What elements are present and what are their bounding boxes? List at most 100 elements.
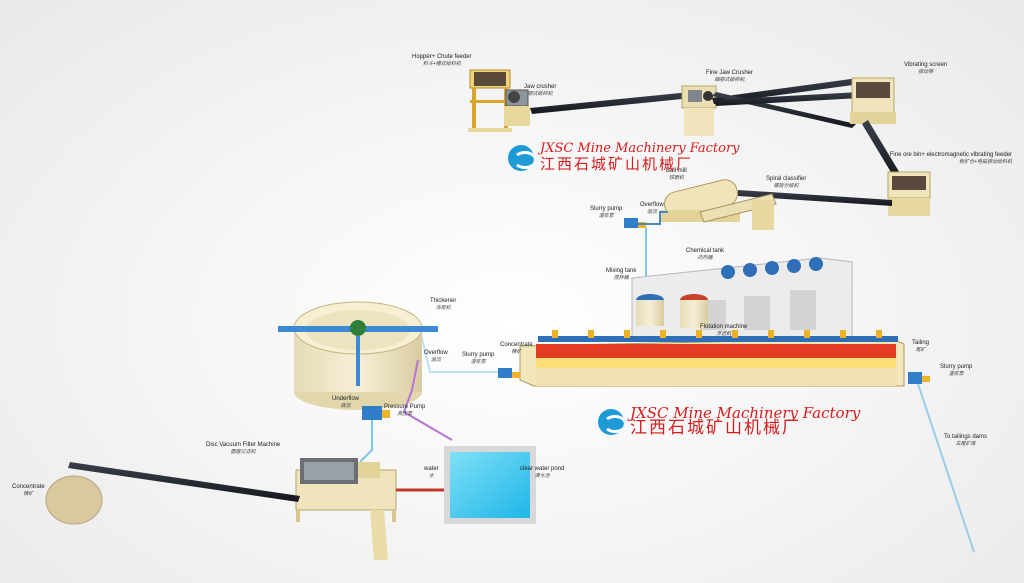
- label-tailings-dams: To tailings dams 去尾矿库: [944, 434, 987, 448]
- conveyor-to-ball-mill: [738, 190, 892, 206]
- label-concentrate-mid: Concentrate 精矿: [500, 342, 533, 356]
- filter-stairs: [370, 510, 388, 560]
- label-overflow-mid-en: Overflow: [424, 350, 448, 356]
- label-underflow-cn: 底流: [340, 403, 351, 409]
- company-logo-icon: [598, 408, 624, 435]
- label-disc-filter-en: Disc Vacuum Filter Machine: [206, 442, 281, 448]
- tailings-pipe: [917, 383, 975, 553]
- label-fine-jaw-en: Fine Jaw Crusher: [706, 70, 754, 76]
- label-slurry-pump-mid-cn: 渣浆泵: [470, 359, 486, 365]
- label-flotation-en: Flotation machine: [700, 324, 748, 330]
- conveyor-to-fine-jaw: [530, 92, 692, 114]
- label-slurry-pump-mid-en: Slurry pump: [462, 352, 495, 358]
- conveyor-to-fine-bin: [862, 120, 904, 184]
- label-mixing-tank-cn: 搅拌桶: [613, 275, 629, 281]
- label-fine-jaw: Fine Jaw Crusher 细颚式破碎机: [706, 70, 753, 84]
- label-hopper: Hopper+ Chute feeder 料斗+槽式给料机: [412, 54, 472, 68]
- label-screen-cn: 振动筛: [918, 69, 934, 75]
- brand-name-cn: 江西石城矿山机械厂: [630, 418, 801, 438]
- vibrating-screen: [850, 77, 896, 124]
- label-overflow-top: Overflow 溢流: [640, 202, 664, 216]
- label-underflow: Underflow 底流: [332, 396, 359, 410]
- brand-watermark-bottom: JXSC Mine Machinery Factory 江西石城矿山机械厂: [598, 406, 860, 437]
- pipe-overflow: [402, 359, 453, 441]
- label-fine-bin-cn: 粉矿仓+电磁振动给料机: [959, 159, 1012, 165]
- fine-jaw-crusher: [681, 85, 717, 136]
- label-tailings-dams-en: To tailings dams: [944, 434, 988, 440]
- label-clear-pond-cn: 清水池: [534, 473, 550, 479]
- label-hopper-cn: 料斗+槽式给料机: [422, 61, 461, 67]
- label-concentrate-pile-cn: 精矿: [23, 491, 34, 497]
- label-overflow-top-en: Overflow: [640, 202, 664, 208]
- label-jaw-coarse: Jaw crusher 颚式破碎机: [524, 84, 556, 98]
- pipe-top: [638, 211, 668, 225]
- label-underflow-en: Underflow: [332, 396, 360, 402]
- label-spiral-en: Spiral classifier: [766, 176, 807, 182]
- label-mixing-tank-en: Mixing tank: [606, 268, 637, 274]
- label-slurry-pump-right-en: Slurry pump: [940, 364, 973, 370]
- brand-watermark-top: JXSC Mine Machinery Factory 江西石城矿山机械厂: [508, 142, 740, 173]
- chemical-tanks: [721, 257, 823, 279]
- disc-vacuum-filter: [295, 458, 397, 522]
- label-slurry-pump-top-en: Slurry pump: [590, 206, 623, 212]
- label-slurry-pump-top: Slurry pump 渣浆泵: [590, 206, 622, 220]
- conveyor-oversize: [714, 92, 860, 106]
- label-tailing-en: Tailing: [912, 340, 930, 346]
- label-pressure-pump-cn: 高压泵: [397, 411, 413, 417]
- label-thickener: Thickener 浓密机: [430, 298, 456, 312]
- label-slurry-pump-top-cn: 渣浆泵: [598, 213, 614, 219]
- conveyor-to-screen: [712, 78, 860, 104]
- concentrate-pile: [45, 475, 103, 525]
- label-fine-bin: Fine ore bin+ electromagnetic vibrating …: [888, 152, 1012, 166]
- pressure-pump: [362, 406, 390, 420]
- label-water-en: water: [424, 466, 439, 472]
- label-thickener-en: Thickener: [430, 298, 457, 304]
- label-concentrate-mid-cn: 精矿: [511, 349, 522, 355]
- brand-name-en: JXSC Mine Machinery Factory: [630, 404, 861, 422]
- label-spiral-cn: 螺旋分级机: [773, 183, 799, 189]
- fine-ore-bin: [887, 171, 931, 216]
- label-slurry-pump-right: Slurry pump 渣浆泵: [940, 364, 972, 378]
- label-jaw-coarse-cn: 颚式破碎机: [527, 91, 553, 97]
- coarse-jaw-crusher: [504, 89, 530, 126]
- pipe-to-filter: [359, 420, 373, 463]
- label-clear-pond-en: clear water pond: [520, 466, 565, 472]
- label-concentrate-pile-en: Concentrate: [12, 484, 45, 490]
- label-thickener-cn: 浓密机: [435, 305, 451, 311]
- label-concentrate-pile: Concentrate 精矿: [12, 484, 45, 498]
- label-flotation: Flotation machine 浮选机: [700, 324, 747, 338]
- label-flotation-cn: 浮选机: [716, 331, 732, 337]
- label-water: water 水: [424, 466, 439, 480]
- label-clear-pond: clear water pond 清水池: [520, 466, 564, 480]
- clear-water-pond: [444, 446, 536, 524]
- label-pressure-pump: Pressure Pump 高压泵: [384, 404, 425, 418]
- label-tailing-cn: 尾矿: [915, 347, 926, 353]
- label-fine-jaw-cn: 细颚式破碎机: [714, 77, 745, 83]
- label-chem-tank: Chemical tank 药剂桶: [686, 248, 724, 262]
- label-spiral: Spiral classifier 螺旋分级机: [766, 176, 806, 190]
- label-chem-tank-cn: 药剂桶: [697, 255, 713, 261]
- brand-name-en: JXSC Mine Machinery Factory: [540, 141, 740, 156]
- brand-name-cn: 江西石城矿山机械厂: [540, 155, 694, 173]
- label-chem-tank-en: Chemical tank: [686, 248, 725, 254]
- label-slurry-pump-right-cn: 渣浆泵: [948, 371, 964, 377]
- thickener: [278, 301, 438, 410]
- label-ball-mill-en: Ball mill: [666, 168, 687, 174]
- label-mixing-tank: Mixing tank 搅拌桶: [606, 268, 636, 282]
- label-jaw-coarse-en: Jaw crusher: [524, 84, 557, 90]
- label-tailing: Tailing 尾矿: [912, 340, 929, 354]
- label-screen-en: Vibrating screen: [904, 62, 948, 68]
- spiral-classifier: [699, 193, 777, 230]
- label-overflow-mid-cn: 溢流: [430, 357, 441, 363]
- label-overflow-mid: Overflow 溢流: [424, 350, 448, 364]
- label-ball-mill: Ball mill 球磨机: [666, 168, 687, 182]
- label-screen: Vibrating screen 振动筛: [904, 62, 947, 76]
- pipe-concentrate-to-thickener: [419, 329, 498, 373]
- flotation-machine: [519, 336, 905, 387]
- label-hopper-en: Hopper+ Chute feeder: [412, 54, 472, 60]
- flotation-motors: [552, 330, 882, 338]
- label-pressure-pump-en: Pressure Pump: [384, 404, 426, 410]
- label-overflow-top-cn: 溢流: [646, 209, 657, 215]
